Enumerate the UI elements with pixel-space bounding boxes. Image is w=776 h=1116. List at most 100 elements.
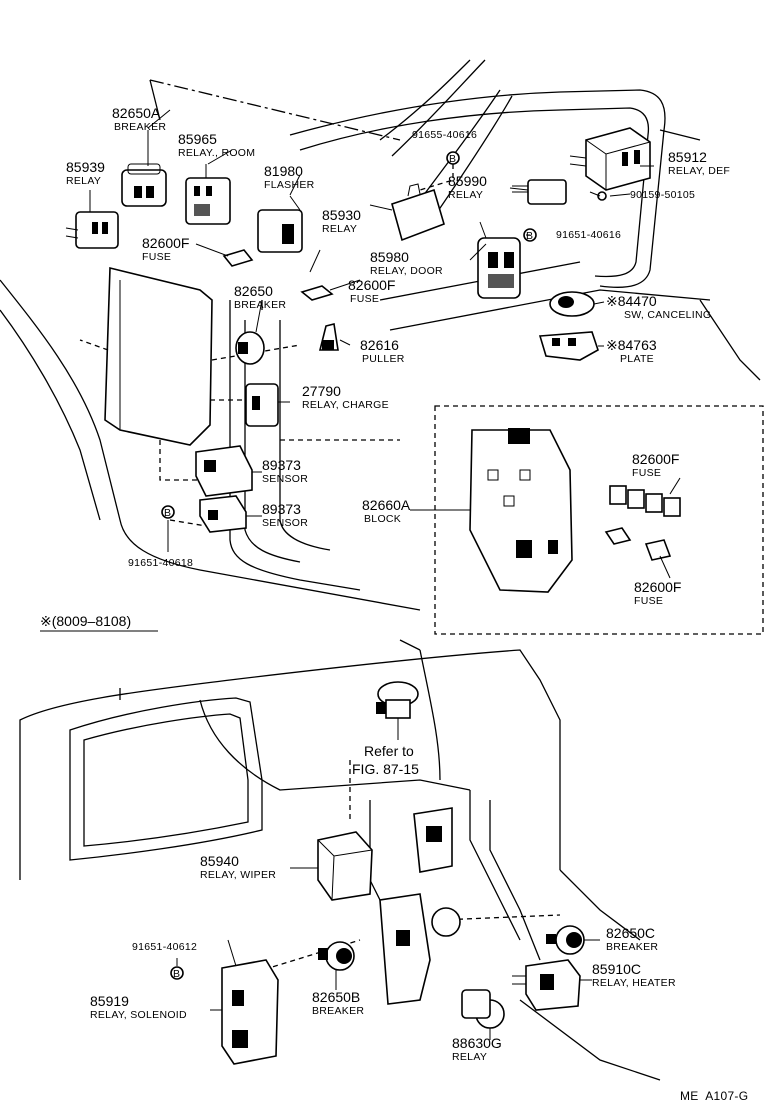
part-number: 91651-40616 bbox=[556, 229, 621, 241]
sensor-89373-a bbox=[195, 445, 253, 497]
bolt-91655-40616: B bbox=[419, 151, 460, 191]
puller-82616 bbox=[318, 323, 339, 351]
part-number: 82650 bbox=[234, 283, 273, 299]
bolt-91651-40612: B bbox=[170, 966, 184, 980]
breaker-82650B bbox=[318, 941, 355, 971]
part-number: 85930 bbox=[322, 207, 361, 223]
variant-note: ※(8009–8108) bbox=[40, 613, 158, 632]
part-number: 82660A bbox=[362, 497, 411, 513]
part-desc: PLATE bbox=[620, 353, 654, 365]
part-desc: SENSOR bbox=[262, 517, 308, 529]
callout-85912: 85912 RELAY, DEF bbox=[668, 149, 730, 177]
callout-82650A: 82650A BREAKER bbox=[112, 105, 166, 133]
part-desc: FUSE bbox=[634, 595, 663, 607]
part-number: 89373 bbox=[262, 457, 301, 473]
bolt-label: B bbox=[173, 968, 180, 980]
bolt-label: B bbox=[164, 507, 171, 519]
callout-85990: 85990 RELAY bbox=[448, 173, 487, 201]
relay-85939 bbox=[65, 190, 119, 249]
screw-90159-50105 bbox=[589, 191, 607, 201]
callout-89373-a: 89373 SENSOR bbox=[262, 457, 308, 485]
relay-85940 bbox=[317, 831, 373, 901]
part-number: 85980 bbox=[370, 249, 409, 265]
callout-82650: 82650 BREAKER bbox=[234, 283, 286, 311]
relay-88630G bbox=[461, 989, 505, 1029]
part-desc: RELAY, DOOR bbox=[370, 265, 443, 277]
part-number: ※84763 bbox=[606, 337, 657, 353]
part-number: 85910C bbox=[592, 961, 641, 977]
sensor-89373-b bbox=[199, 495, 247, 533]
part-desc: FUSE bbox=[632, 467, 661, 479]
callout-85940: 85940 RELAY, WIPER bbox=[200, 853, 276, 881]
part-desc: RELAY., ROOM bbox=[178, 147, 255, 159]
vehicle-body-outline-upper bbox=[0, 59, 761, 611]
part-desc: BREAKER bbox=[114, 121, 166, 133]
part-desc: RELAY, DEF bbox=[668, 165, 730, 177]
part-number: 91651-40612 bbox=[132, 941, 197, 953]
part-number: 27790 bbox=[302, 383, 341, 399]
relay-85912 bbox=[569, 127, 651, 191]
callout-82660A: 82660A BLOCK bbox=[362, 497, 411, 525]
variant-note-text: ※(8009–8108) bbox=[40, 613, 131, 629]
part-desc: BLOCK bbox=[364, 513, 401, 525]
part-number: 91655-40616 bbox=[412, 129, 477, 141]
part-desc: RELAY, CHARGE bbox=[302, 399, 389, 411]
bracket-plate bbox=[413, 807, 453, 873]
part-number: 82600F bbox=[348, 277, 395, 293]
part-number: 85965 bbox=[178, 131, 217, 147]
part-number: 81980 bbox=[264, 163, 303, 179]
callout-84763: ※84763 PLATE bbox=[606, 337, 657, 365]
bolt-label: B bbox=[449, 153, 456, 165]
fuse-group-82600F bbox=[604, 485, 681, 561]
part-number: 82650B bbox=[312, 989, 360, 1005]
callout-82616: 82616 PULLER bbox=[360, 337, 405, 365]
callout-85919: 85919 RELAY, SOLENOID bbox=[90, 993, 187, 1021]
part-number: ※84470 bbox=[606, 293, 657, 309]
leader-lines bbox=[147, 109, 681, 1040]
callout-88630G: 88630G RELAY bbox=[452, 1035, 502, 1063]
reference-note: Refer to FIG. 87-15 bbox=[352, 743, 419, 777]
breaker-82650C bbox=[546, 925, 585, 955]
callout-labels: 82650A BREAKER 85965 RELAY., ROOM 85939 … bbox=[66, 105, 730, 1063]
part-number: 90159-50105 bbox=[630, 189, 695, 201]
relay-85965 bbox=[185, 164, 231, 225]
relay-85910C bbox=[512, 959, 581, 1011]
callout-91651-40612: 91651-40612 bbox=[132, 941, 197, 953]
part-desc: RELAY, SOLENOID bbox=[90, 1009, 187, 1021]
callout-84470: ※84470 SW, CANCELING bbox=[606, 293, 711, 321]
relay-85980 bbox=[477, 221, 521, 299]
part-desc: FUSE bbox=[350, 293, 379, 305]
switch-84470 bbox=[549, 291, 595, 317]
reference-line1: Refer to bbox=[364, 743, 414, 759]
wire-harness-lines bbox=[169, 300, 400, 591]
junction-panel-left bbox=[79, 266, 301, 481]
part-number: 85939 bbox=[66, 159, 105, 175]
fuse-82600F-left bbox=[195, 243, 254, 267]
callout-91651-40618: 91651-40618 bbox=[128, 557, 193, 569]
callout-85930: 85930 RELAY bbox=[322, 207, 361, 235]
callout-85965: 85965 RELAY., ROOM bbox=[178, 131, 255, 159]
part-desc: RELAY bbox=[66, 175, 101, 187]
relay-85990 bbox=[512, 179, 567, 205]
part-desc: RELAY bbox=[448, 189, 483, 201]
reference-part bbox=[376, 681, 419, 740]
part-desc: BREAKER bbox=[606, 941, 658, 953]
part-desc: FUSE bbox=[142, 251, 171, 263]
callout-85910C: 85910C RELAY, HEATER bbox=[592, 961, 676, 989]
callout-27790: 27790 RELAY, CHARGE bbox=[302, 383, 389, 411]
part-desc: BREAKER bbox=[312, 1005, 364, 1017]
callout-82650B: 82650B BREAKER bbox=[312, 989, 364, 1017]
part-number: 82600F bbox=[632, 451, 679, 467]
callout-82600F-1: 82600F FUSE bbox=[142, 235, 189, 263]
inset-block-82660A bbox=[434, 405, 764, 635]
part-number: 88630G bbox=[452, 1035, 502, 1051]
part-number: 85919 bbox=[90, 993, 129, 1009]
part-number: 82600F bbox=[634, 579, 681, 595]
part-desc: RELAY, WIPER bbox=[200, 869, 276, 881]
relay-85919 bbox=[221, 939, 279, 1065]
part-desc: RELAY, HEATER bbox=[592, 977, 676, 989]
callout-90159-50105: 90159-50105 bbox=[630, 189, 695, 201]
bolt-label: B bbox=[526, 230, 533, 242]
part-desc: PULLER bbox=[362, 353, 405, 365]
reference-line2: FIG. 87-15 bbox=[352, 761, 419, 777]
